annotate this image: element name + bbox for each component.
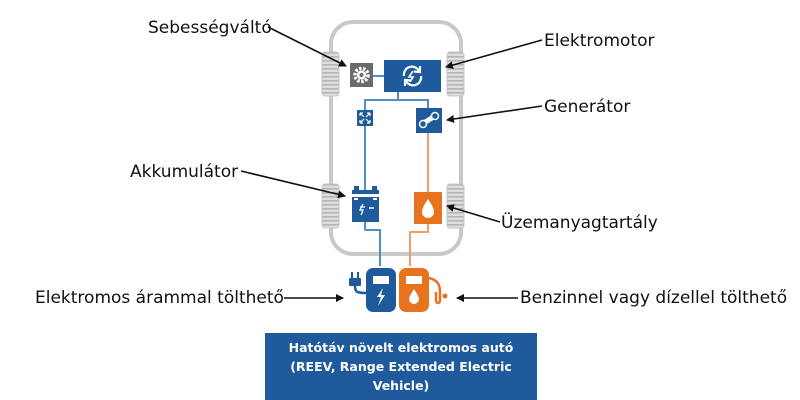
leader-arrows: [240, 26, 543, 302]
arrow-gearbox: [267, 26, 347, 67]
belt-icon: [416, 108, 442, 133]
arrow-fuel-tank: [446, 204, 501, 223]
expand-icon: [357, 110, 373, 126]
electric-connections: [364, 75, 429, 266]
car-body: [329, 20, 463, 256]
label-battery: Akkumulátor: [130, 162, 239, 182]
label-gearbox: Sebességváltó: [148, 18, 272, 38]
arrow-battery: [240, 170, 346, 199]
label-fuel-tank: Üzemanyagtartály: [501, 213, 658, 233]
rotation-icon: [384, 60, 441, 92]
label-generator: Generátor: [544, 97, 631, 117]
wheel-rear-left: [321, 183, 340, 229]
label-fuel-refill: Benzinnel vagy dízellel tölthető: [520, 288, 788, 308]
arrow-electric-motor: [445, 39, 543, 69]
fuel-pump-icon: [399, 268, 448, 312]
label-electric-motor: Elektromotor: [544, 31, 655, 51]
label-electric-charging: Elektromos árammal tölthető: [35, 288, 284, 308]
fuel-drop-icon: [414, 192, 442, 224]
fuel-connections: [409, 133, 429, 266]
battery-icon: [352, 186, 379, 222]
gear-icon: [350, 63, 373, 87]
caption-line-1: Hatótáv növelt elektromos autó: [288, 340, 514, 355]
caption-box: Hatótáv növelt elektromos autó (REEV, Ra…: [265, 333, 537, 400]
wheel-front-right: [446, 51, 465, 97]
caption-line-2: (REEV, Range Extended Electric: [290, 359, 512, 374]
arrow-generator: [446, 105, 543, 123]
charging-plug-icon: [349, 268, 396, 312]
wheel-front-left: [321, 51, 340, 97]
caption-line-3: Vehicle): [372, 378, 430, 393]
